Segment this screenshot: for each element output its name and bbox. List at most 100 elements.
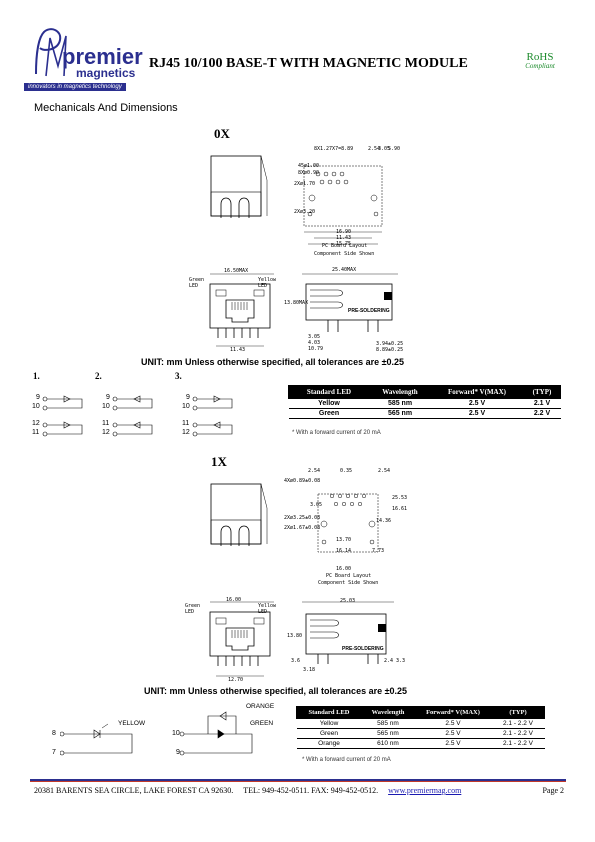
led-option-2: 9 10 11 12 bbox=[102, 394, 162, 440]
pin-label: 9 bbox=[186, 394, 190, 401]
pcb-dim-1x-13: 7.73 bbox=[372, 548, 385, 554]
pin-label: 7 bbox=[52, 749, 56, 756]
pcb-dim-1x-10: 14.36 bbox=[376, 518, 392, 524]
option-2-num: 2. bbox=[95, 371, 102, 381]
option-3-num: 3. bbox=[175, 371, 182, 381]
pcb-dim-7: 2Xø1.70 bbox=[294, 181, 316, 187]
table-cell: Green bbox=[296, 728, 362, 739]
bottom-width-dim-1x: 12.70 bbox=[228, 677, 244, 683]
col-wavelength: Wavelength bbox=[361, 706, 415, 719]
tri-led-schematic-icon bbox=[60, 711, 253, 756]
pin-label: 9 bbox=[106, 394, 110, 401]
pcb-caption-1: PC Board Layout bbox=[322, 243, 368, 249]
col-standard-led: Standard LED bbox=[288, 385, 370, 399]
footer-address: 20381 BARENTS SEA CIRCLE, LAKE FOREST CA… bbox=[34, 786, 234, 795]
col-typ: (TYP) bbox=[491, 706, 545, 719]
table-cell: 565 nm bbox=[361, 728, 415, 739]
pin-label: 11 bbox=[32, 429, 40, 436]
table-cell: Yellow bbox=[296, 718, 362, 729]
pre-soldering-label: PRE-SOLDERING bbox=[348, 308, 390, 314]
pcb-dim-8: 8X1.27X7=8.89 bbox=[314, 146, 354, 152]
table-row: Green 565 nm 2.5 V 2.1 - 2.2 V bbox=[296, 728, 545, 739]
table-cell: Green bbox=[288, 408, 370, 419]
table-cell: 610 nm bbox=[361, 738, 415, 749]
pcb-layout-1x bbox=[317, 493, 379, 553]
led-schematic-icon bbox=[192, 395, 233, 437]
green-led-label: Green LED bbox=[189, 277, 205, 289]
led-spec-table-0x: Standard LED Wavelength Forward* V(MAX) … bbox=[288, 385, 561, 419]
pin-label: 11 bbox=[182, 420, 190, 427]
table-cell: Yellow bbox=[288, 398, 370, 409]
page-number: Page 2 bbox=[542, 786, 564, 795]
green-led-label-1x: Green LED bbox=[185, 603, 201, 615]
logo-word: premier bbox=[62, 44, 143, 69]
table-footnote-0x: * With a forward current of 20 mA bbox=[292, 430, 381, 436]
table-cell: 585 nm bbox=[369, 398, 431, 409]
side-height-dim: 13.80MAX bbox=[284, 300, 309, 306]
side-width-dim: 25.40MAX bbox=[332, 267, 357, 273]
led-option-3: 9 10 11 12 bbox=[182, 394, 242, 440]
connector-side-elevation-1x bbox=[302, 601, 394, 664]
table-cell: 565 nm bbox=[369, 408, 431, 419]
header: premier magnetics innovators in magnetic… bbox=[0, 0, 595, 100]
col-wavelength: Wavelength bbox=[369, 385, 431, 399]
side-dim-1x-2: 3.18 bbox=[303, 667, 316, 673]
pin-label: 9 bbox=[176, 749, 180, 756]
pin-label: 10 bbox=[172, 730, 180, 737]
variant-1x-label: 1X bbox=[211, 454, 227, 469]
table-cell: 2.1 - 2.2 V bbox=[491, 718, 545, 729]
side-dim-3: 10.79 bbox=[308, 346, 324, 352]
led-schematic-1x: 8 7 YELLOW 10 9 ORANGE GREEN bbox=[40, 702, 280, 762]
side-height-dim-1x: 13.80 bbox=[287, 633, 303, 639]
footer: 20381 BARENTS SEA CIRCLE, LAKE FOREST CA… bbox=[34, 786, 564, 795]
table-cell: 2.5 V bbox=[430, 398, 524, 409]
table-cell: 2.5 V bbox=[414, 738, 492, 749]
col-forward-v: Forward* V(MAX) bbox=[414, 706, 492, 719]
section-title: Mechanicals And Dimensions bbox=[34, 102, 178, 114]
connector-front-view-0x bbox=[209, 273, 274, 347]
pcb-dim-1x-7: 2Xø3.25±0.08 bbox=[284, 515, 321, 521]
table-cell: 2.5 V bbox=[414, 718, 492, 729]
table-row: Yellow 585 nm 2.5 V 2.1 - 2.2 V bbox=[296, 718, 545, 729]
side-dim-1x-3: 2.4 bbox=[384, 658, 394, 664]
table-cell: 2.5 V bbox=[430, 408, 524, 419]
pcb-dim-1x-1: 2.54 bbox=[308, 468, 321, 474]
table-row: Yellow 585 nm 2.5 V 2.1 V bbox=[288, 398, 561, 409]
bottom-width-dim: 11.43 bbox=[230, 347, 246, 353]
side-dim-5: 8.89±0.25 bbox=[376, 347, 404, 353]
premier-logo-icon bbox=[35, 28, 67, 77]
side-dim-1: 3.05 bbox=[308, 334, 321, 340]
front-width-dim-1x: 16.00 bbox=[226, 597, 242, 603]
pcb-dim-4: 2Xø3.20 bbox=[294, 209, 316, 215]
pcb-dim-1x-8: 2Xø1.67±0.08 bbox=[284, 525, 321, 531]
pin-label: 10 bbox=[32, 403, 40, 410]
table-cell: 2.1 - 2.2 V bbox=[491, 728, 545, 739]
pcb-dim-1x-9: 16.61 bbox=[392, 506, 408, 512]
pcb-dim-1x-14: 16.00 bbox=[336, 566, 352, 572]
footer-rule-accent bbox=[30, 781, 566, 782]
side-width-dim-1x: 25.03 bbox=[340, 598, 356, 604]
pin-label: 11 bbox=[102, 420, 110, 427]
pcb-dim-3: 15.75 bbox=[336, 241, 352, 247]
led-schematic-icon bbox=[112, 395, 153, 437]
connector-side-elevation-0x bbox=[302, 273, 398, 332]
pin-label: 12 bbox=[102, 429, 110, 436]
connector-front-view-1x bbox=[209, 601, 274, 677]
pin-label: 10 bbox=[102, 403, 110, 410]
unit-note-1x: UNIT: mm Unless otherwise specified, all… bbox=[144, 686, 408, 696]
yellow-label: YELLOW bbox=[118, 720, 146, 727]
orange-label: ORANGE bbox=[246, 703, 275, 710]
side-dim-2: 4.03 bbox=[308, 340, 321, 346]
led-option-1: 9 10 12 11 bbox=[30, 394, 90, 440]
pre-soldering-label-1x: PRE-SOLDERING bbox=[342, 646, 384, 652]
pcb-dim-1: 16.90 bbox=[336, 229, 352, 235]
pin-label: 8 bbox=[52, 730, 56, 737]
option-1-num: 1. bbox=[33, 371, 40, 381]
footer-website-link[interactable]: www.premiermag.com bbox=[388, 786, 462, 795]
rohs-sub: Compliant bbox=[525, 62, 555, 70]
table-cell: 585 nm bbox=[361, 718, 415, 729]
side-dim-1x-4: 3.3 bbox=[396, 658, 406, 664]
table-cell: 2.2 V bbox=[523, 408, 561, 419]
pcb-caption-1x-2: Component Side Shown bbox=[318, 580, 379, 586]
green-label: GREEN bbox=[250, 720, 274, 727]
